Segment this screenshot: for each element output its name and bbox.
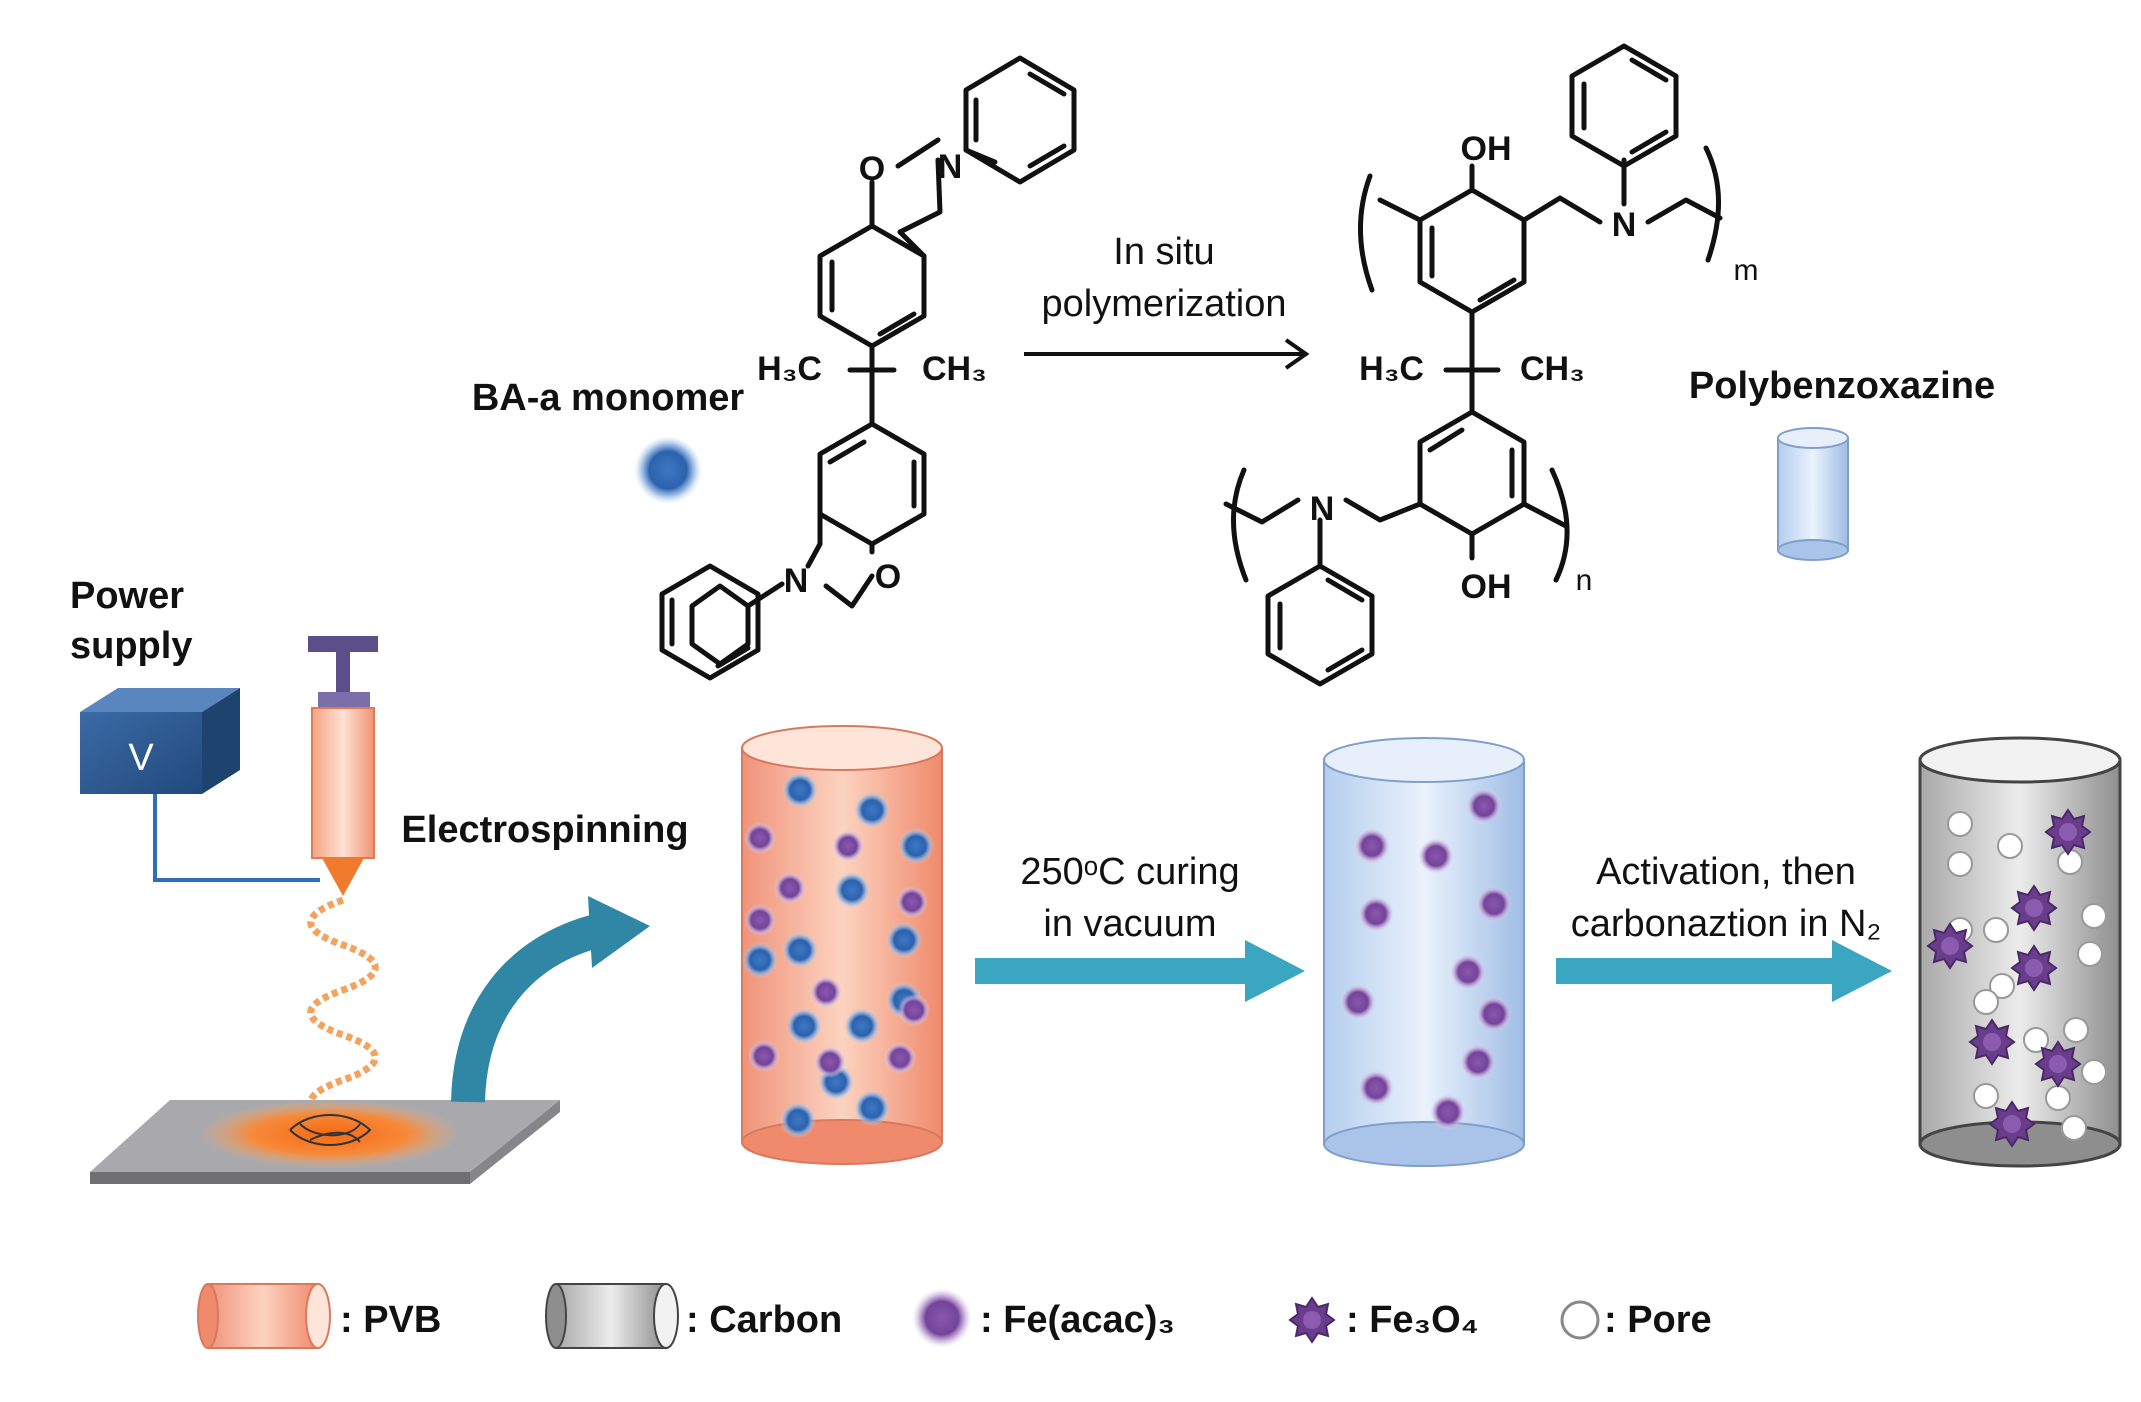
legend-label-pvb: : PVB (340, 1299, 441, 1341)
pore-circle-icon (1560, 1300, 1600, 1340)
ch3-group: CH₃ (1520, 350, 1585, 388)
top-benzo-ring (817, 223, 927, 349)
subscript-n: n (1576, 564, 1593, 597)
top-n-phenyl-ring (1569, 43, 1679, 169)
power-supply-box: V (80, 688, 240, 794)
transfer-arrow (451, 913, 605, 1103)
hydroxyl-group: OH (1461, 130, 1512, 168)
nitrogen-atom: N (1612, 206, 1637, 244)
h3c-group: H₃C (757, 350, 822, 388)
legend-label-carbon: : Carbon (686, 1299, 842, 1341)
pvb-cylinder-icon (197, 1283, 331, 1349)
nitrogen-atom: N (1310, 490, 1335, 528)
subscript-m: m (1734, 254, 1759, 287)
pvb-fiber-cylinder (741, 725, 943, 1165)
legend-label-fe3o4: : Fe₃O₄ (1346, 1299, 1479, 1341)
curing-arrow (975, 940, 1305, 1002)
top-phenol-ring (1417, 187, 1527, 315)
polybenzoxazine-cylinder-icon (1777, 427, 1849, 561)
legend-label-pore: : Pore (1604, 1299, 1712, 1341)
monomer-label: BA-a monomer (472, 377, 745, 419)
h3c-group: H₃C (1359, 350, 1424, 388)
carbonization-label-line2: carbonaztion in N₂ (1571, 903, 1881, 945)
polymer-label: Polybenzoxazine (1689, 365, 1995, 407)
fe3o4-star-icon (1289, 1297, 1335, 1343)
transfer-arrow-head (588, 896, 650, 968)
hydroxyl-group: OH (1461, 568, 1512, 606)
voltage-label: V (128, 737, 154, 779)
nitrogen-atom: N (784, 562, 809, 600)
electrospun-jet (307, 896, 379, 1129)
power-supply-label-line1: Power (70, 575, 184, 617)
bottom-n-phenyl-ring (1265, 563, 1375, 687)
oxygen-atom: O (875, 558, 901, 596)
arrow-label-line2: polymerization (1042, 283, 1287, 325)
curing-label-line2: in vacuum (1043, 903, 1216, 945)
carbon-cylinder-icon (545, 1283, 679, 1349)
ch3-group: CH₃ (922, 350, 987, 388)
top-phenyl-ring (963, 55, 1077, 185)
ba-a-monomer-structure (659, 55, 1077, 681)
carbon-fiber-cylinder (1918, 736, 2122, 1168)
oxygen-atom: O (859, 150, 885, 188)
polybenzoxazine-structure (1223, 43, 1723, 687)
power-supply-label-line2: supply (70, 625, 192, 667)
legend: : PVB : Carbon : Fe(acac)₃ : Fe₃O₄ : Por… (197, 1283, 1712, 1349)
bottom-phenol-ring (1417, 409, 1527, 537)
polybenzoxazine-fiber-cylinder (1323, 737, 1525, 1167)
carbonization-arrow (1556, 940, 1892, 1002)
power-wire (153, 794, 320, 882)
monomer-dot-icon (634, 436, 702, 504)
collector-plate (90, 1100, 560, 1184)
arrow-label-line1: In situ (1113, 231, 1214, 273)
ba-a-monomer-atoms: O N H₃C CH₃ N O (757, 148, 987, 600)
bottom-benzo-ring (817, 421, 927, 547)
nitrogen-atom: N (938, 148, 963, 186)
polybenzoxazine-atoms: OH N m H₃C CH₃ N OH n (1310, 130, 1759, 606)
fe-acac-dot-icon (912, 1288, 972, 1348)
electrospinning-label: Electrospinning (401, 809, 688, 851)
syringe-icon (308, 636, 378, 896)
legend-label-fe-acac: : Fe(acac)₃ (980, 1299, 1175, 1341)
carbonization-label-line1: Activation, then (1596, 851, 1856, 893)
curing-label-line1: 250ᵒC curing (1020, 851, 1239, 893)
polymerization-arrow (1024, 338, 1310, 370)
